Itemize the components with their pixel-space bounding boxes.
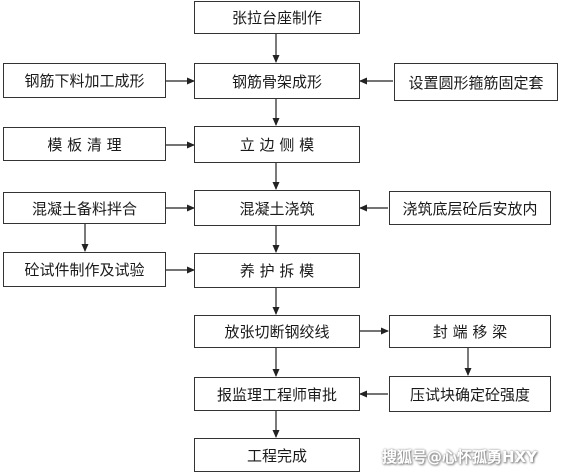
step-concrete-pour: 混凝土浇筑 xyxy=(194,190,360,226)
step-supervisor-approval: 报监理工程师审批 xyxy=(194,377,360,411)
side-compression-test: 压试块确定砼强度 xyxy=(389,376,551,412)
side-formwork-cleaning: 模 板 清 理 xyxy=(3,127,166,161)
step-rebar-cage: 钢筋骨架成形 xyxy=(194,63,360,99)
watermark-text: 搜狐号@心怀孤勇HXY xyxy=(382,448,537,466)
side-test-specimen: 砼试件制作及试验 xyxy=(3,252,166,287)
step-curing-demold: 养 护 拆 模 xyxy=(194,253,360,288)
step-release-strand: 放张切断钢绞线 xyxy=(194,315,360,348)
step-project-complete: 工程完成 xyxy=(194,438,360,472)
step-tension-pedestal: 张拉台座制作 xyxy=(194,1,360,34)
side-concrete-mixing: 混凝土备料拌合 xyxy=(3,192,166,224)
side-stirrup-fixing: 设置圆形箍筋固定套 xyxy=(394,63,558,101)
side-rebar-cutting: 钢筋下料加工成形 xyxy=(3,63,166,98)
side-bottom-pour: 浇筑底层砼后安放内 xyxy=(389,191,551,225)
step-side-formwork: 立 边 侧 模 xyxy=(194,126,360,163)
side-seal-move-beam: 封 端 移 梁 xyxy=(389,315,551,348)
